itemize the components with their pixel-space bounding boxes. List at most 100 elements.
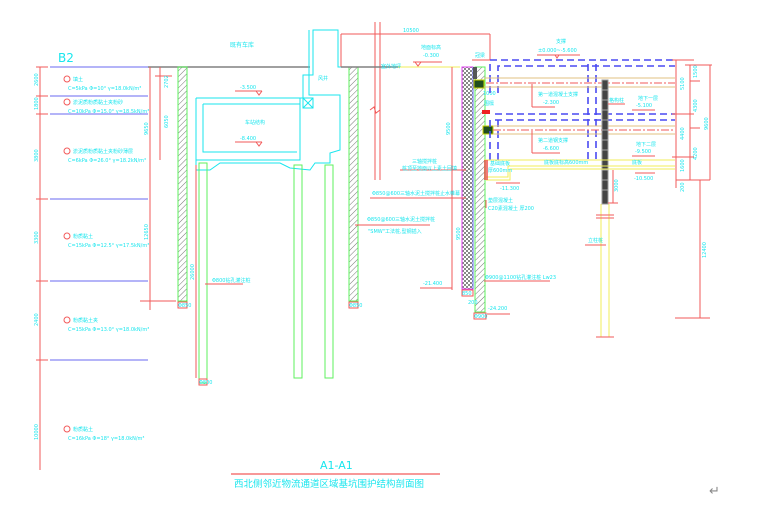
base-elevation: -11.300 (500, 186, 519, 192)
layer-number-circle (63, 316, 71, 324)
bored-pile-note: Φ900@1100钻孔灌注桩 Lw23 (485, 274, 556, 281)
slab-span-label: 底板底标高600mm (544, 159, 588, 166)
ground-elevation: -0.300 (423, 53, 439, 59)
retaining-pile-left (177, 66, 188, 302)
column-pile-label: 立柱桩 (588, 237, 603, 244)
dim-label: 10500 (403, 28, 419, 34)
ring-beam (482, 110, 490, 114)
strut-1-elevation: -2.300 (543, 100, 559, 106)
dim-label: 4400 (680, 127, 686, 140)
smw-note-2: Φ850@600三轴水泥土搅拌桩 (367, 216, 435, 223)
layer-params: C=15kPa Φ=12.5° γ=17.5kN/m³ (68, 243, 149, 249)
dim-label: 1500 (693, 65, 699, 78)
dim-label: 9600 (704, 117, 710, 130)
dim-label: 200 (680, 182, 686, 192)
existing-garage-label: 既有车库 (230, 41, 254, 49)
dim-label: Φ900 (474, 314, 487, 320)
floor-2-elevation: -9.500 (635, 149, 651, 155)
dim-label: 5100 (680, 77, 686, 90)
dim-label: 6050 (164, 115, 170, 128)
soil-profile-label: B2 (58, 51, 74, 65)
layer-dim: 3300 (34, 231, 40, 244)
left-structure: 既有车库 12650 9650 2702 6050 Φ850 风井 车站结构 -… (140, 29, 362, 386)
tower-label: 风井 (318, 75, 328, 82)
layer-number-circle (63, 98, 71, 106)
crown-beam-label: 冠梁 (475, 52, 485, 59)
soil-layer-1: 填土 C=5kPa Φ=10° γ=18.0kN/m³ (63, 75, 141, 92)
dim-label: 4300 (693, 99, 699, 112)
soil-layer-4: 粉质黏土 C=15kPa Φ=12.5° γ=17.5kN/m³ (63, 232, 149, 249)
section-id: A1-A1 (320, 459, 353, 472)
dim-label: 4200 (693, 147, 699, 160)
elevation-label: -8.400 (240, 136, 256, 142)
smw-note-3: "SMW"工法桩,型钢插入 (368, 228, 422, 235)
layer-dim: 2400 (34, 313, 40, 326)
strut-label: 支撑 (556, 38, 566, 45)
wall-elevation: -21.400 (423, 281, 442, 287)
floor-1-label: 地下一层 (638, 95, 658, 102)
duct-opening (302, 97, 314, 109)
mixing-note: 桩顶至地面以上素土回填 (402, 165, 457, 172)
ground-label: 地面标高 (421, 44, 441, 51)
pile-width: Φ800 (199, 380, 212, 386)
drawing-title: 西北侧邻近物流通道区域基坑围护结构剖面图 (234, 478, 424, 490)
elevation-label: -3.500 (240, 85, 256, 91)
layer-dim: 1800 (34, 97, 40, 110)
dim-label: 1600 (680, 159, 686, 172)
column-label: 格构柱 (609, 97, 624, 104)
layer-name: 淤泥质粉质黏土夹粉砂 (73, 99, 123, 106)
dim-label: 850 (462, 291, 472, 297)
dim-label: 9650 (144, 122, 150, 135)
right-structure: 10500 地面标高 -0.300 室外地坪 9500 9500 850 200… (340, 22, 712, 338)
dim-label: 2702 (164, 75, 170, 88)
layer-name: 粉质黏土 (73, 426, 93, 433)
layer-number-circle (63, 425, 71, 433)
floor-1-elevation: -5.100 (636, 103, 652, 109)
pile-width: Φ850 (178, 303, 191, 309)
layer-dim: 3800 (34, 149, 40, 162)
soil-layer-3: 淤泥质粉质黏土夹粉砂薄层 C=6kPa Φ=26.0° γ=18.2kN/m³ (63, 147, 146, 164)
dim-label: 200 (468, 300, 478, 306)
dim-label: 9500 (456, 227, 462, 240)
paragraph-return-icon: ↵ (709, 484, 720, 499)
base-slab-note: 厚600mm (488, 168, 512, 174)
layer-params: C=16kPa Φ=18° γ=18.0kN/m³ (68, 436, 144, 442)
retaining-pile-right (348, 66, 359, 302)
layer-params: C=6kPa Φ=26.0° γ=18.2kN/m³ (68, 158, 146, 164)
base-slab-label: 基础底板 (490, 160, 510, 167)
layer-params: C=10kPa Φ=15.0° γ=18.5kN/m³ (68, 109, 149, 115)
dim-label: 12400 (702, 242, 708, 258)
bottom-slab-label: 底板 (632, 159, 642, 166)
waler (482, 125, 494, 135)
layer-dim: 2600 (34, 73, 40, 86)
strut-2-label: 第二道钢支撑 (538, 137, 568, 144)
floor-2-label: 地下二层 (636, 141, 656, 148)
pile-elevation: -24.200 (488, 306, 507, 312)
pile-note: Φ800钻孔灌注桩 (212, 277, 250, 284)
layer-params: C=5kPa Φ=10° γ=18.0kN/m³ (68, 86, 141, 92)
dim-label: 3000 (614, 179, 620, 192)
smw-note-1: Φ850@600三轴水泥土搅拌桩止水帷幕 (372, 190, 460, 197)
bottom-slab-elevation: -10.500 (634, 176, 653, 182)
dim-label: 12650 (144, 224, 150, 240)
layer-params: C=15kPa Φ=13.0° γ=18.0kN/m³ (68, 327, 149, 333)
layer-name: 粉质黏土 (73, 233, 93, 240)
layer-dim: 10000 (34, 424, 40, 440)
strut-elevation: ±0.000~-5.600 (538, 48, 577, 54)
pile (293, 164, 303, 379)
cushion-label: 垫层混凝土 (488, 197, 513, 204)
lattice-column (601, 79, 609, 205)
soil-layer-6: 粉质黏土 C=16kPa Φ=18° γ=18.0kN/m³ (63, 425, 144, 442)
bored-pile-wall (474, 66, 486, 313)
layer-name: 填土 (73, 76, 83, 83)
smw-wall (461, 66, 474, 290)
cushion-note: C20素混凝土 厚200 (488, 205, 534, 212)
dim-label: 1000 (483, 91, 496, 97)
ground-text: 室外地坪 (381, 63, 401, 70)
soil-layer-2: 淤泥质粉质黏土夹粉砂 C=10kPa Φ=15.0° γ=18.5kN/m³ (63, 98, 149, 115)
drawing-title-block: A1-A1 西北侧邻近物流通道区域基坑围护结构剖面图 (231, 459, 440, 490)
dim-label: 26000 (190, 264, 196, 280)
layer-name: 粉质黏土夹 (73, 317, 98, 324)
soil-layer-5: 粉质黏土夹 C=15kPa Φ=13.0° γ=18.0kN/m³ (63, 316, 149, 333)
